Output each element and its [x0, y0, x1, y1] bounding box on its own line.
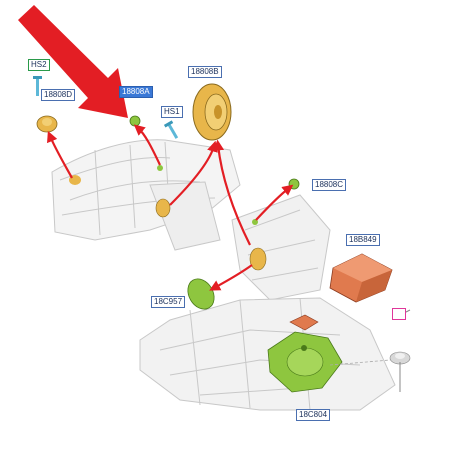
tweeter-18808c [288, 178, 300, 190]
arrow-to-18c957 [209, 264, 253, 291]
tweeter-18808a [129, 115, 141, 127]
label-pink-part [392, 308, 406, 320]
screw-hs2 [33, 76, 42, 96]
highlight-arrow [18, 5, 128, 118]
mounting-bracket [289, 314, 319, 331]
arrow-to-18808d [47, 130, 73, 179]
label-hs2: HS2 [28, 59, 50, 71]
pink-part [329, 309, 411, 392]
arrow-to-18808a [133, 124, 161, 166]
label-18808a: 18808A [119, 86, 153, 98]
label-18808c: 18808C [312, 179, 347, 191]
arrow-to-18808b-door [213, 139, 251, 246]
mounted-speaker-door-rear [249, 219, 267, 271]
label-18c804: 18C804 [296, 409, 331, 421]
label-hs1: HS1 [161, 106, 183, 118]
label-18808d: 18808D [41, 89, 76, 101]
subwoofer-18c804 [267, 331, 343, 393]
arrow-to-18808c [255, 184, 294, 221]
label-18b849: 18B849 [346, 234, 380, 246]
assembly-arrows [47, 124, 294, 291]
screw-hs1 [163, 120, 179, 139]
arrow-to-18808b [169, 140, 218, 206]
amplifier-18b849 [329, 253, 393, 303]
label-18808b: 18808B [188, 66, 222, 78]
label-18c957: 18C957 [151, 296, 186, 308]
mounted-speaker-door-front [155, 198, 171, 218]
dashboard-outline [51, 139, 396, 411]
speaker-18808b [192, 83, 232, 141]
tweeter-18808d [36, 115, 58, 133]
